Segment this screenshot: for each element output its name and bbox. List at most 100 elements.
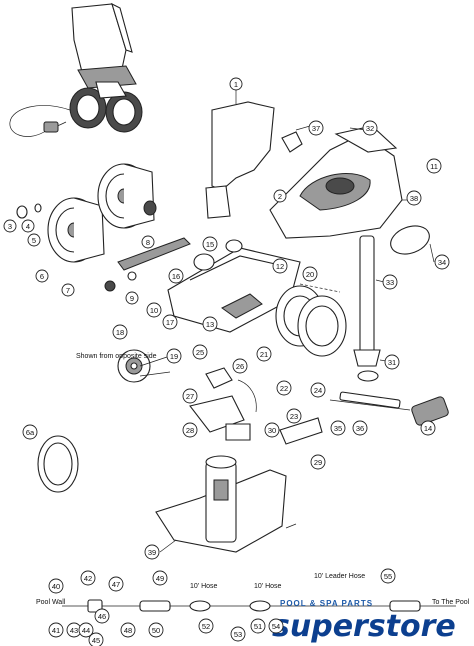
callout-circle (27, 233, 41, 247)
callout-circle (48, 622, 64, 638)
callout-label: 52 (202, 622, 210, 631)
callout-circle (310, 382, 326, 398)
part-37 (281, 131, 303, 153)
callout-24: 24 (310, 382, 326, 398)
callout-label: 13 (206, 320, 214, 329)
part-gear-detail (117, 349, 151, 383)
callout-label: 21 (260, 350, 268, 359)
callout-label: 47 (112, 580, 120, 589)
callout-circle (302, 266, 318, 282)
callout-40: 40 (48, 578, 64, 594)
callout-circle (272, 258, 288, 274)
callout-8: 8 (141, 235, 155, 249)
callout-circle (434, 254, 450, 270)
callout-55: 55 (380, 568, 396, 584)
callout-label: 10 (150, 306, 158, 315)
callout-label: 6a (26, 428, 35, 437)
callout-30: 30 (264, 422, 280, 438)
callout-label: 51 (254, 622, 262, 631)
callout-1: 1 (229, 77, 243, 91)
callout-circle (3, 219, 17, 233)
callout-label: 43 (70, 626, 78, 635)
callout-label: 24 (314, 386, 322, 395)
callout-circle (352, 420, 368, 436)
callout-label: 6 (40, 272, 44, 281)
part-34 (390, 225, 430, 255)
callout-42: 42 (80, 570, 96, 586)
callout-label: 19 (170, 352, 178, 361)
callout-circle (250, 618, 266, 634)
callout-label: 39 (148, 548, 156, 557)
callout-17: 17 (162, 314, 178, 330)
callout-circle (168, 268, 184, 284)
callout-28: 28 (182, 422, 198, 438)
callout-label: 50 (152, 626, 160, 635)
callout-6a: 6a (22, 424, 38, 440)
callout-25: 25 (192, 344, 208, 360)
note-shown-from-opposite-side: Shown from opposite side (76, 353, 157, 360)
callout-circle (202, 236, 218, 252)
callout-label: 23 (290, 412, 298, 421)
callout-label: 1 (234, 80, 238, 89)
callout-circle (273, 189, 287, 203)
callout-51: 51 (250, 618, 266, 634)
callout-label: 40 (52, 582, 60, 591)
callout-label: 25 (196, 348, 204, 357)
callout-16: 16 (168, 268, 184, 284)
callout-45: 45 (88, 632, 104, 646)
callout-circle (35, 269, 49, 283)
callout-label: 49 (156, 574, 164, 583)
part-chassis (167, 239, 301, 333)
callout-circle (61, 283, 75, 297)
callout-circle (108, 576, 124, 592)
callout-label: 16 (172, 272, 180, 281)
callout-circle (426, 158, 442, 174)
callout-circle (120, 622, 136, 638)
callout-26: 26 (232, 358, 248, 374)
callout-label: 42 (84, 574, 92, 583)
callout-10: 10 (146, 302, 162, 318)
brand-tagline: POOL & SPA PARTS (280, 599, 373, 608)
callout-label: 45 (92, 636, 100, 645)
callout-circle (192, 344, 208, 360)
part-drive-belt (117, 237, 191, 271)
callout-circle (384, 354, 400, 370)
callout-label: 41 (52, 626, 60, 635)
callout-47: 47 (108, 576, 124, 592)
callout-circle (276, 380, 292, 396)
callout-22: 22 (276, 380, 292, 396)
callout-circle (268, 618, 284, 634)
callout-38: 38 (406, 190, 422, 206)
callout-circle (362, 120, 378, 136)
callout-2: 2 (273, 189, 287, 203)
callout-label: 17 (166, 318, 174, 327)
callout-circle (148, 622, 164, 638)
part-wheel-right (275, 285, 347, 357)
callout-circle (232, 358, 248, 374)
callout-label: 53 (234, 630, 242, 639)
callout-label: 8 (146, 238, 150, 247)
callout-12: 12 (272, 258, 288, 274)
callout-circle (162, 314, 178, 330)
callout-52: 52 (198, 618, 214, 634)
callout-circle (256, 346, 272, 362)
callout-label: 20 (306, 270, 314, 279)
callout-label: 4 (26, 222, 30, 231)
callout-33: 33 (382, 274, 398, 290)
callout-5: 5 (27, 233, 41, 247)
callout-label: 46 (98, 612, 106, 621)
callout-21: 21 (256, 346, 272, 362)
part-bag (205, 96, 275, 219)
brand-name: superstore (272, 609, 456, 644)
callout-36: 36 (352, 420, 368, 436)
callout-circle (94, 608, 110, 624)
callout-label: 12 (276, 262, 284, 271)
callout-34: 34 (434, 254, 450, 270)
callout-circle (21, 219, 35, 233)
middle-parts (189, 367, 323, 445)
label-to-the-pool: To The Pool (432, 599, 470, 606)
callout-3: 3 (3, 219, 17, 233)
callout-circle (22, 424, 38, 440)
assembled-cleaner-thumbnail (9, 2, 143, 137)
callout-29: 29 (310, 454, 326, 470)
